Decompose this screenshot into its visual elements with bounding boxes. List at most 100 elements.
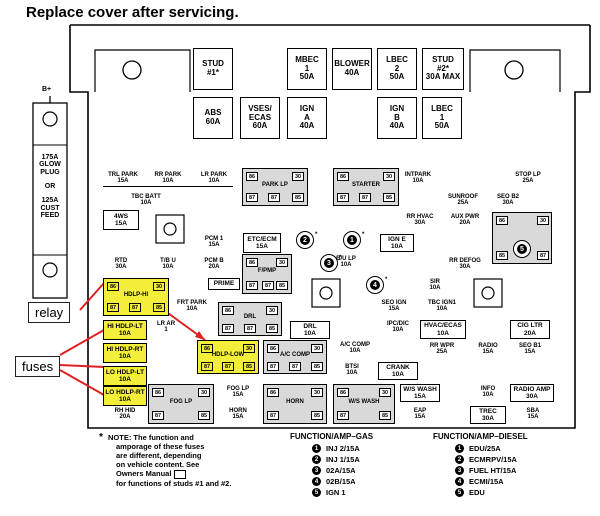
ws-wash-relay: 86 30 W/S WASH 87 85 bbox=[333, 384, 395, 424]
position-3: 3 bbox=[320, 254, 338, 272]
ac-comp-relay: 86 30 A/C COMP 87 87 85 bbox=[263, 340, 327, 374]
fuses-callout: fuses bbox=[15, 356, 61, 377]
relay-callout: relay bbox=[28, 302, 71, 323]
drl-relay: 86 30 DRL 87 87 85 bbox=[218, 302, 282, 336]
hdlp-low-relay: 86 30 HDLP-LOW 87 87 85 bbox=[197, 340, 259, 374]
legend-gas-title: FUNCTION/AMP–GAS bbox=[290, 432, 374, 441]
park-lp-relay: 86 30 PARK LP 87 87 85 bbox=[242, 168, 308, 206]
position-4: 4 bbox=[366, 276, 384, 294]
stud-2-fuse: STUD#2*30A MAX bbox=[422, 48, 464, 90]
position-5: 5 bbox=[513, 240, 531, 258]
legend-diesel-title: FUNCTION/AMP–DIESEL bbox=[433, 432, 528, 441]
position-2: 2 bbox=[296, 231, 314, 249]
horn-relay: 86 30 HORN 87 85 bbox=[263, 384, 327, 424]
star-mark-4: * bbox=[385, 277, 388, 283]
bplus-label: B+ bbox=[42, 86, 52, 93]
fuse-row-divider bbox=[103, 186, 233, 187]
page-title: Replace cover after servicing. bbox=[26, 4, 239, 21]
prime-fuse: PRIME bbox=[208, 278, 240, 290]
fog-lp-relay: 86 30 FOG LP 87 85 bbox=[148, 384, 214, 424]
star-mark-3: * bbox=[339, 255, 342, 261]
stud-1-fuse: STUD#1* bbox=[193, 48, 233, 90]
relay-5: 86 30 85 87 bbox=[492, 212, 552, 264]
note-star: * bbox=[99, 432, 103, 443]
fpmp-relay: 86 30 F/PMP 87 87 85 bbox=[242, 254, 292, 294]
note-text: NOTE: The function and amporage of these… bbox=[108, 433, 232, 488]
starter-relay: 86 30 STARTER 87 87 85 bbox=[333, 168, 399, 206]
star-mark-1: * bbox=[362, 232, 365, 238]
star-mark-2: * bbox=[315, 232, 318, 238]
position-1: 1 bbox=[343, 231, 361, 249]
book-icon bbox=[173, 469, 186, 479]
hdlp-hi-relay: 86 30 HDLP-HI 87 87 85 bbox=[103, 278, 169, 316]
